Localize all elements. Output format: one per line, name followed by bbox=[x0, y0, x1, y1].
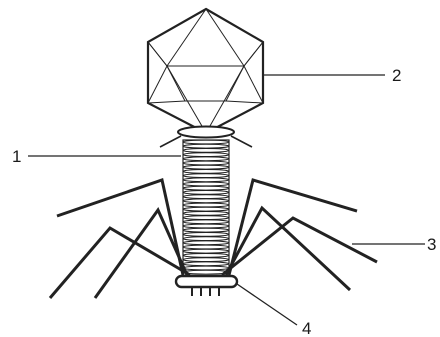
label-1: 1 bbox=[12, 147, 21, 166]
label-4: 4 bbox=[302, 319, 311, 337]
base-plate bbox=[176, 276, 237, 296]
tail-pins bbox=[192, 287, 219, 296]
phage-head bbox=[148, 9, 263, 133]
label-2: 2 bbox=[392, 66, 401, 85]
tail-sheath bbox=[183, 140, 229, 276]
tail-fiber bbox=[222, 218, 377, 275]
tail-fiber bbox=[229, 180, 357, 275]
tail-fiber bbox=[95, 210, 187, 298]
leader-line-4 bbox=[237, 284, 297, 325]
head-outline bbox=[148, 9, 263, 133]
label-3: 3 bbox=[427, 235, 436, 254]
